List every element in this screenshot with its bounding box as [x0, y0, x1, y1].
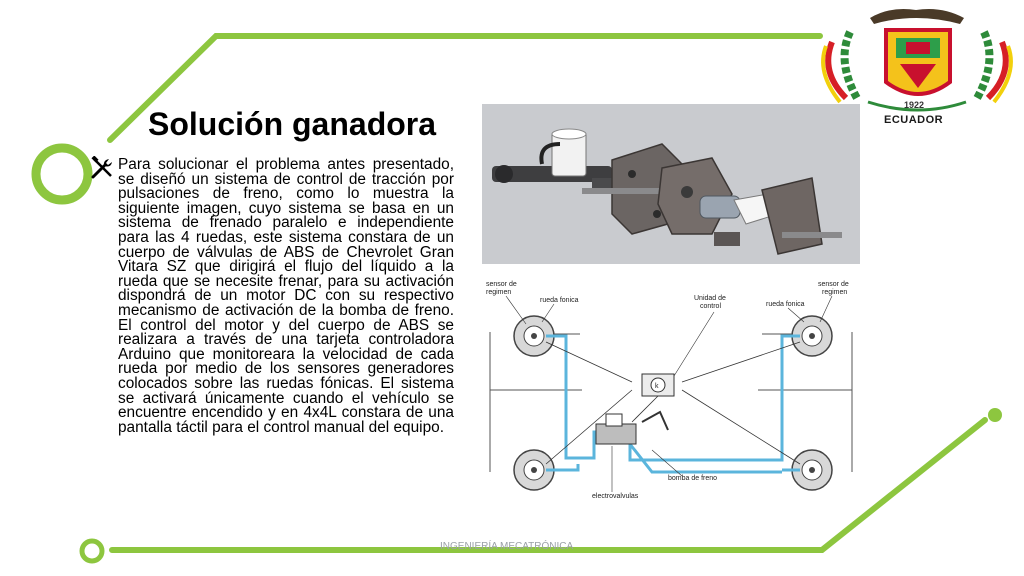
wheel-rear-left: [513, 449, 555, 491]
footer-label: INGENIERÍA MECATRÓNICA: [440, 541, 574, 552]
label-rueda-left: rueda fonica: [540, 297, 579, 304]
label-sensor-right-1: sensor de: [818, 281, 849, 288]
crest-year: 1922: [904, 100, 924, 110]
university-crest-logo: 1922: [821, 9, 1013, 112]
label-sensor-left-1: sensor de: [486, 281, 517, 288]
wheel-rear-right: [791, 449, 833, 491]
label-unidad-1: Unidad de: [694, 295, 726, 302]
label-bomba: bomba de freno: [668, 475, 717, 482]
label-rueda-right: rueda fonica: [766, 301, 805, 308]
crest-country-label: ECUADOR: [884, 114, 944, 126]
control-unit-symbol: k: [655, 383, 659, 390]
slide-title: Solución ganadora: [148, 106, 437, 142]
slide-body-text: Para solucionar el problema antes presen…: [118, 156, 454, 436]
brake-mechanism-render: [482, 104, 860, 264]
tools-icon: [91, 156, 112, 179]
label-electrovalvulas: electrovalvulas: [592, 493, 639, 500]
traction-control-diagram: k sensor de regimen rueda fonica Unidad …: [482, 272, 862, 504]
label-sensor-left-2: regimen: [486, 289, 511, 296]
label-sensor-right-2: regimen: [822, 289, 847, 296]
wheel-front-left: [513, 315, 555, 357]
label-unidad-2: control: [700, 303, 721, 310]
